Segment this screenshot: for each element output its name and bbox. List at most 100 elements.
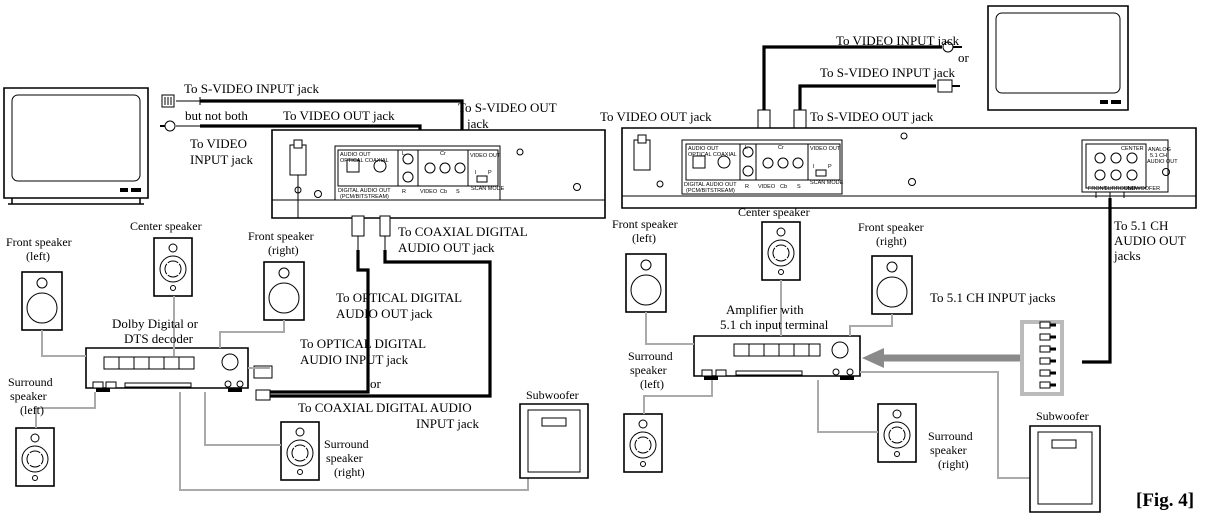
- left-subwoofer-label: Subwoofer: [526, 388, 579, 402]
- panel-r-audio-out: AUDIO OUT: [688, 146, 719, 152]
- right-video-cable: [762, 45, 942, 112]
- panel-video: VIDEO: [420, 189, 438, 195]
- left-dvd-player: AUDIO OUT OPTICAL COAXIAL DIGITAL AUDIO …: [271, 129, 606, 219]
- panel-r-optical-coaxial: OPTICAL COAXIAL: [688, 152, 737, 158]
- panel-r-video-out: VIDEO OUT: [810, 146, 841, 152]
- left-front-left-label-2: (left): [26, 249, 50, 263]
- left-front-right-label-2: (right): [268, 243, 299, 257]
- left-decoder-label-2: DTS decoder: [124, 331, 194, 346]
- right-to-video-input: To VIDEO INPUT jack: [836, 33, 960, 48]
- right-svideo-cable: [798, 84, 936, 112]
- panel-video-out: VIDEO OUT: [470, 153, 501, 159]
- right-to-51-out-2: AUDIO OUT: [1114, 233, 1186, 248]
- panel-r: R: [402, 189, 406, 195]
- left-front-left-label-1: Front speaker: [6, 235, 72, 249]
- right-surround-right-label-1: Surround: [928, 429, 973, 443]
- panel-scan-mode: SCAN MODE: [471, 186, 505, 192]
- left-front-right-speaker: [263, 261, 305, 321]
- panel-r-video: VIDEO: [758, 184, 776, 190]
- right-center-speaker: [761, 221, 801, 281]
- right-to-svideo-input: To S-VIDEO INPUT jack: [820, 65, 955, 80]
- panel-subwoofer: SUBWOOFER: [1124, 186, 1160, 192]
- left-svideo-cable: [200, 99, 464, 138]
- right-front-right-label-1: Front speaker: [858, 220, 924, 234]
- left-to-optical-out-2: AUDIO OUT jack: [336, 306, 433, 321]
- panel-analog-3: AUDIO OUT: [1147, 159, 1178, 165]
- panel-r-l: L: [745, 145, 748, 151]
- panel-i: I: [475, 170, 477, 176]
- right-arrow-icon: [862, 348, 884, 368]
- panel-front: FRONT: [1088, 186, 1108, 192]
- right-to-51-out-3: jacks: [1113, 248, 1141, 263]
- right-surround-left-label-3: (left): [640, 377, 664, 391]
- panel-pcm-bitstream: (PCM/BITSTREAM): [340, 194, 389, 200]
- panel-r-pcm-bitstream: (PCM/BITSTREAM): [686, 188, 735, 194]
- left-tv-video-jack: [160, 120, 176, 132]
- left-to-coax-in-1: To COAXIAL DIGITAL AUDIO: [298, 400, 472, 415]
- panel-r-r: R: [745, 184, 749, 190]
- panel-r-cb: Cb: [780, 184, 787, 190]
- left-to-coax-out-2: AUDIO OUT jack: [398, 240, 495, 255]
- right-tv-video-jack: [942, 41, 962, 53]
- right-surround-right-label-3: (right): [938, 457, 969, 471]
- left-to-video-input-2: INPUT jack: [190, 152, 253, 167]
- left-center-label: Center speaker: [130, 219, 202, 233]
- panel-l: L: [402, 151, 405, 157]
- panel-r-p: P: [828, 164, 832, 170]
- left-center-speaker: [153, 237, 193, 297]
- right-amp-label-2: 5.1 ch input terminal: [720, 317, 829, 332]
- panel-r-scan-mode: SCAN MODE: [810, 180, 844, 186]
- right-51-plug-bundle: [1020, 320, 1064, 396]
- left-to-coax-out-1: To COAXIAL DIGITAL: [398, 224, 528, 239]
- panel-optical-coaxial: OPTICAL COAXIAL: [340, 158, 389, 164]
- right-surround-left-label-2: speaker: [630, 363, 667, 377]
- right-to-svideo-out: To S-VIDEO OUT jack: [810, 109, 934, 124]
- right-center-label: Center speaker: [738, 205, 810, 219]
- panel-s: S: [456, 189, 460, 195]
- right-to-video-out: To VIDEO OUT jack: [600, 109, 712, 124]
- left-or: or: [370, 376, 382, 391]
- right-to-51-out-1: To 5.1 CH: [1114, 218, 1168, 233]
- left-surround-right-speaker: [280, 421, 320, 481]
- left-to-svideo-input: To S-VIDEO INPUT jack: [184, 81, 319, 96]
- left-surround-left-label-1: Surround: [8, 375, 53, 389]
- right-surround-left-label-1: Surround: [628, 349, 673, 363]
- left-front-left-speaker: [21, 271, 63, 331]
- panel-digital-audio-out: DIGITAL AUDIO OUT: [338, 188, 391, 194]
- left-front-right-label-1: Front speaker: [248, 229, 314, 243]
- panel-r-cr: Cr: [778, 145, 784, 151]
- left-to-video-input-1: To VIDEO: [190, 136, 247, 151]
- right-subwoofer: [1029, 425, 1101, 513]
- left-decoder: [85, 347, 249, 392]
- left-tv-svideo-jack: [161, 94, 175, 108]
- left-to-svideo-out-1: To S-VIDEO OUT: [458, 100, 557, 115]
- left-decoder-label-1: Dolby Digital or: [112, 316, 199, 331]
- panel-surround: SURROUND: [1104, 186, 1136, 192]
- left-surround-right-label-3: (right): [334, 465, 365, 479]
- left-surround-right-label-1: Surround: [324, 437, 369, 451]
- panel-center: CENTER: [1121, 146, 1144, 152]
- right-front-left-speaker: [625, 253, 667, 313]
- left-but-not-both: but not both: [185, 108, 248, 123]
- left-subwoofer: [519, 403, 589, 479]
- right-or: or: [958, 50, 970, 65]
- right-tv-svideo-jack: [937, 79, 960, 93]
- panel-p: P: [488, 170, 492, 176]
- panel-audio-out: AUDIO OUT: [340, 152, 371, 158]
- right-surround-left-speaker: [623, 413, 663, 473]
- left-to-optical-in-2: AUDIO INPUT jack: [300, 352, 409, 367]
- panel-cb: Cb: [440, 189, 447, 195]
- panel-r-s: S: [797, 184, 801, 190]
- right-surround-right-label-2: speaker: [930, 443, 967, 457]
- panel-analog-2: 5.1 CH: [1150, 153, 1167, 159]
- figure-label: [Fig. 4]: [1136, 490, 1194, 511]
- right-to-51-input: To 5.1 CH INPUT jacks: [930, 290, 1056, 305]
- left-to-svideo-out-2: jack: [466, 116, 489, 131]
- right-51-cable: [1082, 198, 1112, 364]
- panel-analog-1: ANALOG: [1148, 147, 1171, 153]
- panel-r-i: I: [813, 164, 815, 170]
- left-surround-right-label-2: speaker: [326, 451, 363, 465]
- right-surround-right-speaker: [877, 403, 917, 463]
- panel-cr: Cr: [440, 151, 446, 157]
